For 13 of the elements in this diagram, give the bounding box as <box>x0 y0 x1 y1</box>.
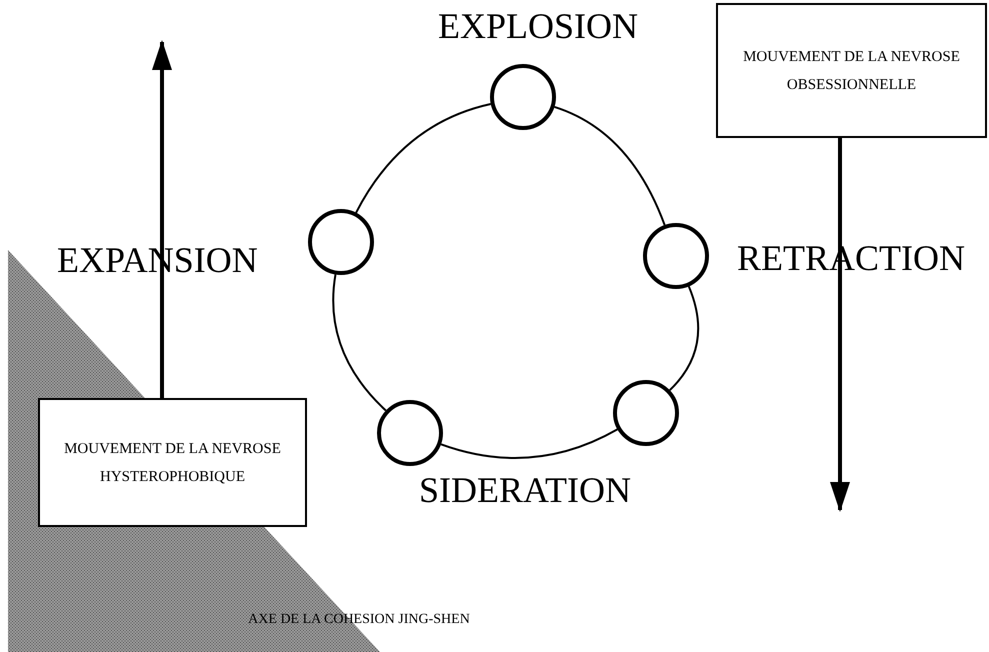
stage-label: SIDERATION <box>419 472 631 508</box>
stage-label: EXPLOSION <box>438 8 638 44</box>
circle-node <box>613 380 679 446</box>
ring-arc <box>554 106 666 226</box>
arrow <box>152 40 172 398</box>
arrow <box>830 138 850 512</box>
ring-arc <box>440 428 618 459</box>
ring-arc <box>332 274 387 412</box>
ring-arc <box>669 286 700 391</box>
ring-arc <box>355 103 491 214</box>
axis-caption: AXE DE LA COHESION JING-SHEN <box>247 612 471 628</box>
text-box: MOUVEMENT DE LA NEVROSE HYSTEROPHOBIQUE <box>38 398 307 527</box>
text-box: MOUVEMENT DE LA NEVROSE OBSESSIONNELLE <box>716 3 987 138</box>
